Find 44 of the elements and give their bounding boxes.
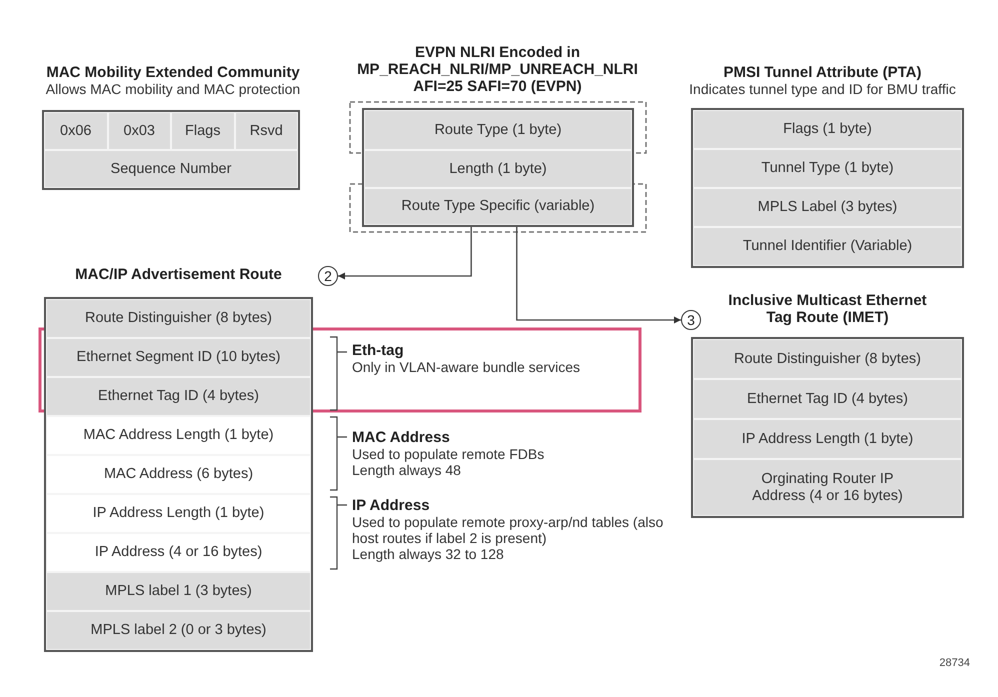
packet-field: Length (1 byte) — [364, 150, 632, 188]
packet-field: Route Distinguisher (8 bytes) — [46, 299, 311, 338]
packet-field: MAC Address (6 bytes) — [46, 455, 311, 494]
note-text: Length always 32 to 128 — [352, 546, 505, 562]
packet-field: Ethernet Tag ID (4 bytes) — [46, 377, 311, 416]
packet-field: Tunnel Identifier (Variable) — [693, 227, 962, 266]
packet-field: MPLS label 1 (3 bytes) — [46, 572, 311, 611]
packet-field: Route Type Specific (variable) — [364, 188, 632, 225]
callout-number: 2 — [318, 266, 338, 286]
structure-title: MAC Mobility Extended Community — [45, 64, 301, 81]
arrow — [516, 225, 681, 324]
note-heading: Eth-tag — [352, 343, 405, 359]
structure-subtitle: Allows MAC mobility and MAC protection — [44, 81, 302, 98]
note-text: Length always 48 — [352, 462, 462, 478]
note-text: Used to populate remote proxy-arp/nd tables (also host routes if label 2 is present) — [352, 514, 664, 546]
packet-field: Flags — [171, 112, 234, 150]
packet-field: 0x03 — [108, 112, 171, 150]
packet-field: IP Address Length (1 byte) — [693, 419, 962, 459]
arrow — [338, 225, 472, 280]
packet-field: Ethernet Segment ID (10 bytes) — [46, 338, 311, 377]
structure-subtitle: Indicates tunnel type and ID for BMU traffic — [688, 81, 957, 98]
packet-field: Ethernet Tag ID (4 bytes) — [693, 379, 962, 419]
callout-number: 3 — [681, 310, 701, 330]
packet-field: MPLS Label (3 bytes) — [693, 188, 962, 227]
packet-field: Route Distinguisher (8 bytes) — [693, 339, 962, 379]
packet-field: MPLS label 2 (0 or 3 bytes) — [46, 611, 311, 650]
packet-field: Rsvd — [234, 112, 298, 150]
structure-title: EVPN NLRI Encoded in MP_REACH_NLRI/MP_UNREACH_NLRI AFI=25 SAFI=70 (EVPN) — [356, 44, 639, 95]
packet-field: IP Address (4 or 16 bytes) — [46, 533, 311, 572]
note-heading: MAC Address — [352, 430, 451, 446]
packet-field: Sequence Number — [44, 150, 298, 188]
note-text: Used to populate remote FDBs — [352, 446, 546, 462]
structure-title: PMSI Tunnel Attribute (PTA) — [722, 64, 923, 81]
note-text: Only in VLAN-aware bundle services — [352, 359, 581, 375]
packet-field: Orginating Router IP Address (4 or 16 bytes) — [693, 459, 962, 516]
structure-title: MAC/IP Advertisement Route — [74, 266, 283, 283]
figure-number: 28734 — [939, 657, 970, 669]
note-heading: IP Address — [352, 498, 431, 514]
packet-field: MAC Address Length (1 byte) — [46, 416, 311, 455]
packet-field: Flags (1 byte) — [693, 110, 962, 149]
packet-field: IP Address Length (1 byte) — [46, 494, 311, 533]
packet-field: Route Type (1 byte) — [364, 110, 632, 150]
packet-field: Tunnel Type (1 byte) — [693, 149, 962, 188]
packet-field: 0x06 — [44, 112, 108, 150]
